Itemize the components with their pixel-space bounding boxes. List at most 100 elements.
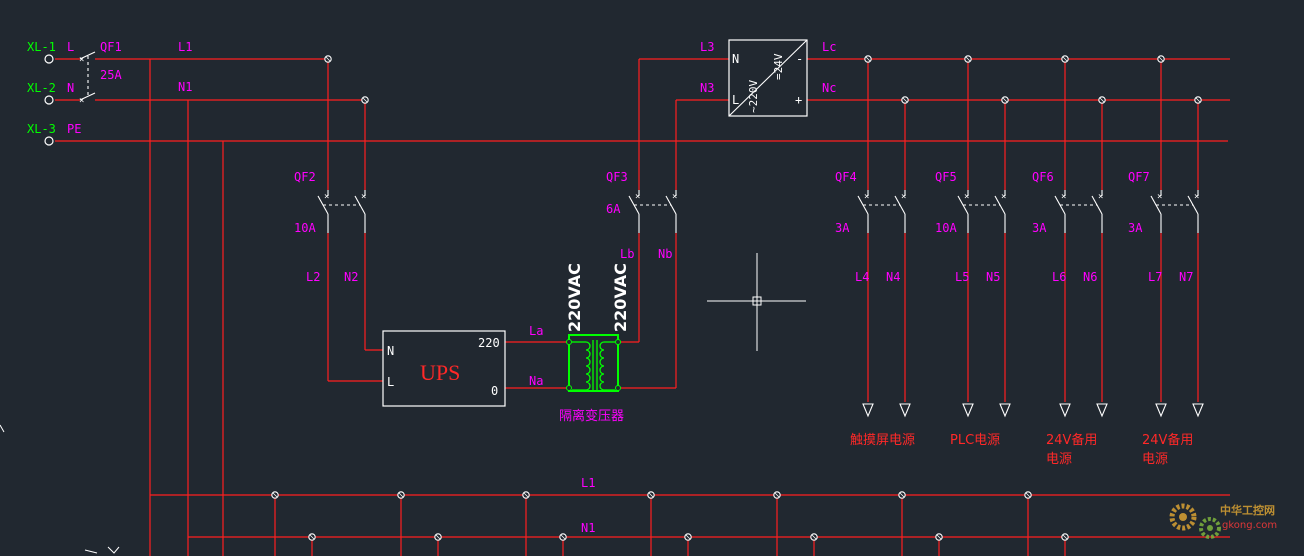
qf2-breaker: × × QF2 10A L2 N2 (294, 170, 366, 284)
feeder-breaker-4: ×× (1150, 190, 1204, 418)
psu-out-nc: Nc (822, 81, 836, 95)
terminal-label-xl2: XL-2 (27, 81, 56, 95)
svg-text:×: × (79, 96, 84, 106)
junction-dot-mark (685, 534, 691, 540)
qf2-rating: 10A (294, 221, 316, 235)
feeder-rating: 3A (835, 221, 850, 235)
feeder-caption: 24V备用 (1046, 432, 1097, 448)
qf3-label: QF3 (606, 170, 628, 184)
ups-title: UPS (420, 360, 460, 385)
feeder-breaker-2: ×× (957, 190, 1011, 418)
ups-out-na: Na (529, 374, 543, 388)
svg-text:×: × (1001, 192, 1006, 202)
junction-dot-mark (1025, 492, 1031, 498)
psu-dc-label: =24V (772, 53, 785, 80)
ups-out-la: La (529, 324, 543, 338)
qf2-out-n: N2 (344, 270, 358, 284)
junction-dot-mark (811, 534, 817, 540)
psu-in-l3: L3 (700, 40, 714, 54)
ups-out-0: 0 (491, 384, 498, 398)
junction-dot-mark (865, 56, 871, 62)
psu-minus: - (796, 52, 803, 66)
feeder-out-l: L7 (1148, 270, 1162, 284)
junction-dot-mark (1195, 97, 1201, 103)
watermark-logo: 中华工控网 gkong.com (1169, 503, 1277, 539)
terminal-label-xl1: XL-1 (27, 40, 56, 54)
svg-text:×: × (672, 192, 677, 202)
ups-in-n: N (387, 344, 394, 358)
psu-block[interactable]: N L ~220V =24V - + L3 N3 Lc Nc (700, 39, 836, 117)
psu-plus: + (795, 93, 802, 107)
junction-dot-mark (398, 492, 404, 498)
junction-dot-mark (560, 534, 566, 540)
feeder-out-n: N7 (1179, 270, 1193, 284)
transformer-secondary-label: 220VAC (611, 263, 630, 332)
qf3-in-l: Lb (620, 247, 634, 261)
junction-dot-mark (899, 492, 905, 498)
psu-in-n3: N3 (700, 81, 714, 95)
qf2-out-l: L2 (306, 270, 320, 284)
qf1-rating: 25A (100, 68, 122, 82)
output-arrow-icon (962, 403, 974, 418)
feeder-out-n: N5 (986, 270, 1000, 284)
ups-in-l: L (387, 375, 394, 389)
output-arrow-icon (899, 403, 911, 418)
wiring (55, 58, 1230, 556)
junction-dot-mark (1099, 97, 1105, 103)
feeder-rating: 3A (1128, 221, 1143, 235)
ups-out-220: 220 (478, 336, 500, 350)
svg-text:×: × (901, 192, 906, 202)
bus-l1-bottom-label: L1 (581, 476, 595, 490)
qf2-label: QF2 (294, 170, 316, 184)
junction-dot-mark (272, 492, 278, 498)
watermark-line1: 中华工控网 (1220, 503, 1275, 517)
feeder-out-l: L4 (855, 270, 869, 284)
feeder-rating: 3A (1032, 221, 1047, 235)
output-arrow-icon (1096, 403, 1108, 418)
junction-dot-mark (1158, 56, 1164, 62)
feeder-qf-label: QF4 (835, 170, 857, 184)
isolation-transformer[interactable]: 220VAC 220VAC 隔离变压器 (559, 263, 630, 424)
edge-marks (0, 424, 120, 554)
svg-text:×: × (964, 192, 969, 202)
qf3-breaker: × × QF3 6A Lb Nb (606, 170, 677, 261)
junction-dot-mark (902, 97, 908, 103)
bus-l1-top-label: L1 (178, 40, 192, 54)
input-label-l: L (67, 40, 74, 54)
cad-crosshair-cursor (707, 253, 806, 351)
qf3-rating: 6A (606, 202, 621, 216)
junction-dots (271, 55, 1202, 541)
feeder-breaker-1: ×× (857, 190, 911, 418)
feeder-caption: 电源 (1142, 452, 1168, 467)
qf3-in-n: Nb (658, 247, 672, 261)
svg-text:×: × (1194, 192, 1199, 202)
input-label-n: N (67, 81, 74, 95)
transformer-primary-label: 220VAC (565, 263, 584, 332)
feeder-rating: 10A (935, 221, 957, 235)
feeder-out-l: L6 (1052, 270, 1066, 284)
feeder-caption: 24V备用 (1142, 432, 1193, 448)
terminal-label-xl3: XL-3 (27, 122, 56, 136)
junction-dot-mark (936, 534, 942, 540)
feeder-out-n: N4 (886, 270, 900, 284)
junction-dot-mark (1062, 56, 1068, 62)
svg-text:×: × (79, 55, 84, 65)
junction-dot-mark (1002, 97, 1008, 103)
terminal-xl1[interactable] (44, 54, 54, 64)
qf1-breaker: × × (79, 51, 96, 106)
terminal-xl2[interactable] (44, 95, 54, 105)
ups-block[interactable]: UPS N L 220 0 La Na (382, 324, 543, 407)
svg-text:×: × (1061, 192, 1066, 202)
output-arrow-icon (862, 403, 874, 418)
bus-n1-bottom-label: N1 (581, 521, 595, 535)
junction-dot-mark (523, 492, 529, 498)
feeder-caption: PLC电源 (950, 433, 1000, 448)
terminal-xl3[interactable] (44, 136, 54, 146)
junction-dot-mark (362, 97, 368, 103)
